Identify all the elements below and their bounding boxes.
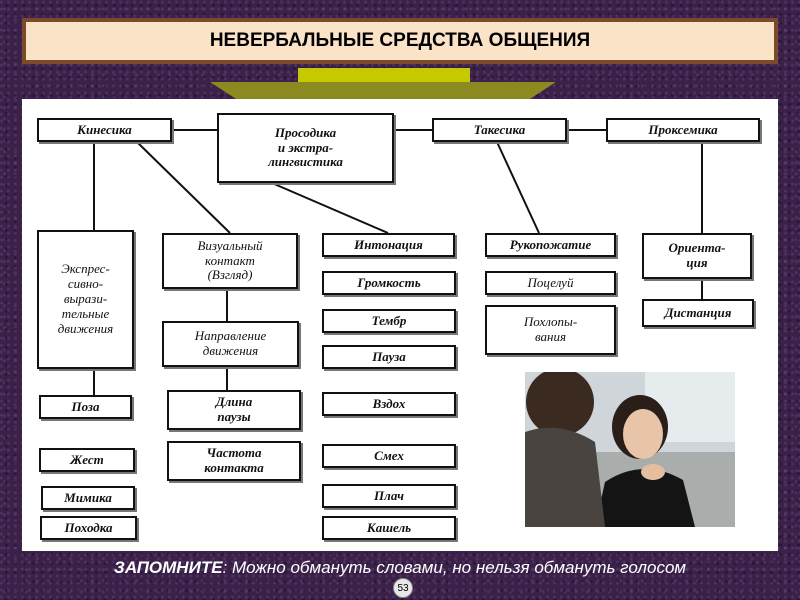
header-proxemics: Проксемика (606, 118, 760, 142)
prosody-intonation-box: Интонация (322, 233, 455, 257)
prosody-cough-box: Кашель (322, 516, 456, 540)
connector-line (271, 182, 389, 234)
kinesics-expressive-box: Экспрес- сивно- вырази- тельные движения (37, 230, 134, 369)
kinesics-gait-box: Походка (40, 516, 137, 540)
prosody-volume-box: Громкость (322, 271, 456, 295)
title-bar: НЕВЕРБАЛЬНЫЕ СРЕДСТВА ОБЩЕНИЯ (22, 18, 778, 64)
conversation-photo (525, 372, 735, 527)
connector-line (496, 141, 540, 234)
takesics-kiss-box: Поцелуй (485, 271, 616, 295)
decorative-bar (298, 68, 470, 82)
prosody-timbre-box: Тембр (322, 309, 456, 333)
header-kinesics: Кинесика (37, 118, 172, 142)
footer-note: ЗАПОМНИТЕ: Можно обмануть словами, но не… (0, 558, 800, 578)
header-prosody: Просодика и экстра- лингвистика (217, 113, 394, 183)
prosody-cry-box: Плач (322, 484, 456, 508)
connector-line (136, 141, 231, 234)
page-number-badge: 53 (393, 578, 413, 598)
page-title: НЕВЕРБАЛЬНЫЕ СРЕДСТВА ОБЩЕНИЯ (209, 30, 591, 51)
photo-illustration (525, 372, 735, 527)
prosody-sigh-box: Вздох (322, 392, 456, 416)
kinesics-pose-box: Поза (39, 395, 132, 419)
footer-note-text: : Можно обмануть словами, но нельзя обма… (222, 558, 687, 577)
footer-remember-label: ЗАПОМНИТЕ (113, 558, 223, 577)
prosody-laugh-box: Смех (322, 444, 456, 468)
prosody-pause-box: Пауза (322, 345, 456, 369)
kinesics-contact-frequency-box: Частота контакта (167, 441, 301, 481)
takesics-handshake-box: Рукопожатие (485, 233, 616, 257)
takesics-patting-box: Похлопы- вания (485, 305, 616, 355)
connector-lines (93, 129, 703, 395)
proxemics-distance-box: Дистанция (642, 299, 754, 327)
diagram-panel: Кинесика Просодика и экстра- лингвистика… (22, 99, 778, 551)
kinesics-direction-box: Направление движения (162, 321, 299, 367)
kinesics-gesture-box: Жест (39, 448, 135, 472)
proxemics-orientation-box: Ориента- ция (642, 233, 752, 279)
kinesics-pause-length-box: Длина паузы (167, 390, 301, 430)
kinesics-mimic-box: Мимика (41, 486, 135, 510)
decorative-trapezoid (210, 82, 556, 100)
kinesics-visual-box: Визуальный контакт (Взгляд) (162, 233, 298, 289)
header-takesics: Такесика (432, 118, 567, 142)
